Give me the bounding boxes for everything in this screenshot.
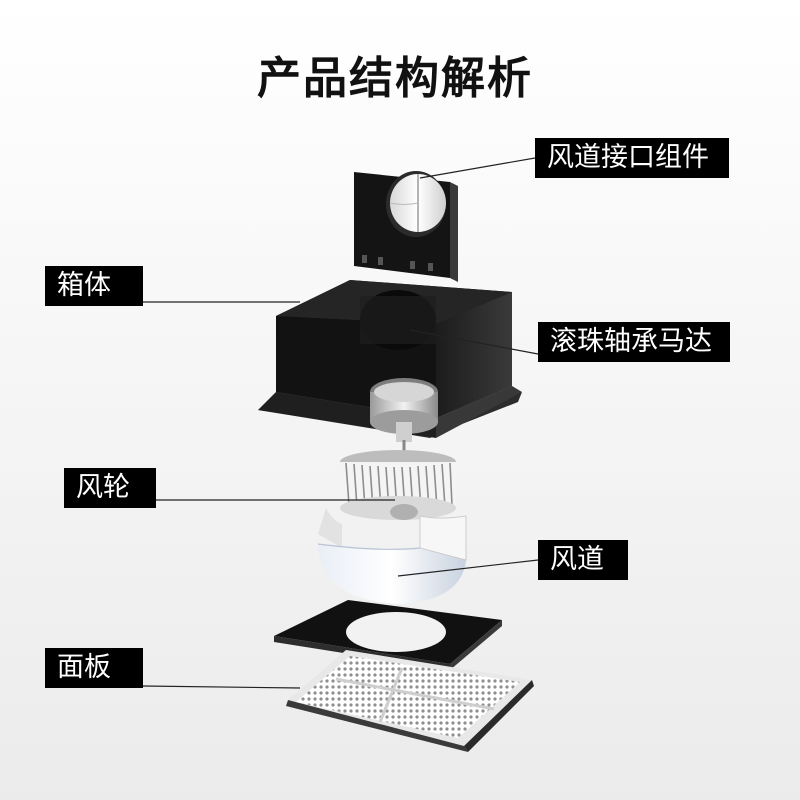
panel-grille-part: [286, 650, 534, 752]
duct-part: [317, 508, 467, 604]
page-title: 产品结构解析: [257, 53, 533, 104]
box-label: 箱体: [45, 266, 143, 306]
panel-label: 面板: [45, 648, 143, 688]
duct-connector-part: [354, 171, 458, 282]
motor-part: [370, 378, 438, 460]
duct-connector-label: 风道接口组件: [535, 138, 729, 178]
impeller-label: 风轮: [64, 468, 156, 508]
motor-label: 滚珠轴承马达: [538, 322, 730, 362]
leader-lines: [142, 157, 539, 689]
impeller-part: [340, 450, 456, 520]
duct-label: 风道: [538, 540, 628, 580]
